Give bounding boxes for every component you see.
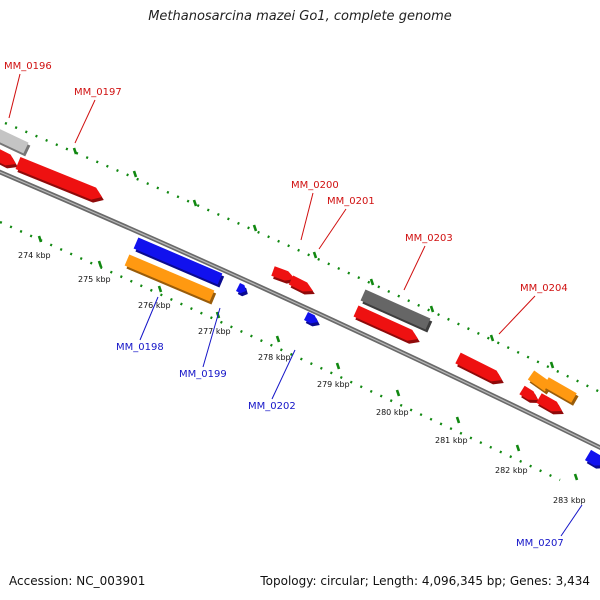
gene-label-leader: [318, 208, 347, 250]
scale-label: 275 kbp: [78, 275, 111, 284]
gene-label-leader: [74, 99, 96, 144]
backbone-highlight: [0, 171, 600, 449]
scale-tick: [549, 361, 555, 369]
gene-label: MM_0197: [74, 87, 122, 98]
gene-label: MM_0200: [291, 180, 339, 191]
gene-MM_0202: [303, 311, 318, 324]
scale-tick: [369, 278, 375, 286]
gene-label: MM_0204: [520, 283, 568, 294]
scale-tick: [573, 473, 579, 481]
gene-label-leader: [139, 296, 159, 341]
gene-label: MM_0199: [179, 369, 227, 380]
scale-tick: [489, 334, 495, 342]
scale-tick: [312, 251, 318, 259]
gene-label-leader: [271, 349, 296, 400]
gene-label-leader: [300, 192, 314, 241]
scale-label: 283 kbp: [553, 496, 586, 505]
gene-MM_0197: [15, 156, 102, 200]
gene-MM_0203-gray: [360, 289, 431, 330]
gene-MM_0198-orange: [124, 254, 215, 302]
scale-tick: [515, 444, 521, 452]
scale-label: 274 kbp: [18, 251, 51, 260]
scale-label: 279 kbp: [317, 380, 350, 389]
gene-label-leader: [403, 245, 426, 291]
scale-tick: [275, 335, 281, 343]
scale-tick: [72, 147, 78, 155]
gene-red-small-b: [536, 393, 562, 412]
lower-tick-ring: [0, 220, 561, 482]
gene-label-leader: [498, 295, 536, 335]
scale-label: 278 kbp: [258, 353, 291, 362]
scale-tick: [429, 305, 435, 313]
gene-label: MM_0202: [248, 401, 296, 412]
gene-label: MM_0207: [516, 538, 564, 549]
scale-tick: [395, 389, 401, 397]
accession-text: Accession: NC_003901: [9, 574, 146, 588]
scale-label: 277 kbp: [198, 327, 231, 336]
scale-label: 281 kbp: [435, 436, 468, 445]
gene-label: MM_0203: [405, 233, 453, 244]
map-title: Methanosarcina mazei Go1, complete genom…: [148, 9, 452, 24]
gene-label: MM_0198: [116, 342, 164, 353]
gene-label-leader: [8, 73, 21, 119]
gene-MM_0201: [288, 275, 313, 292]
gene-MM_0200: [271, 266, 295, 281]
gene-orange-b: [543, 377, 577, 403]
scale-tick: [132, 170, 138, 178]
gene-label-leader: [560, 504, 583, 537]
upper-tick-ring: [4, 121, 600, 394]
scale-label: 280 kbp: [376, 408, 409, 417]
gene-MM_0203: [353, 305, 418, 341]
gene-red-small-a: [519, 385, 538, 400]
gene-MM_0196: [0, 149, 16, 166]
gene-MM_0199: [235, 282, 246, 294]
scale-tick: [252, 224, 258, 232]
gene-MM_0204: [455, 352, 502, 382]
scale-tick: [97, 260, 103, 268]
gene-label-leader: [202, 307, 221, 368]
scale-tick: [192, 199, 198, 207]
scale-tick: [37, 235, 43, 243]
gene-label: MM_0201: [327, 196, 375, 207]
scale-tick: [157, 285, 163, 293]
scale-label: 282 kbp: [495, 466, 528, 475]
backbone-line: [0, 169, 600, 451]
scale-tick: [335, 362, 341, 370]
genome-summary-text: Topology: circular; Length: 4,096,345 bp…: [260, 574, 590, 588]
gene-gray-left: [0, 129, 29, 154]
gene-label: MM_0196: [4, 61, 52, 72]
scale-tick: [455, 416, 461, 424]
gene-MM_0198-blue: [133, 237, 223, 285]
gene-MM_0207: [584, 449, 600, 466]
